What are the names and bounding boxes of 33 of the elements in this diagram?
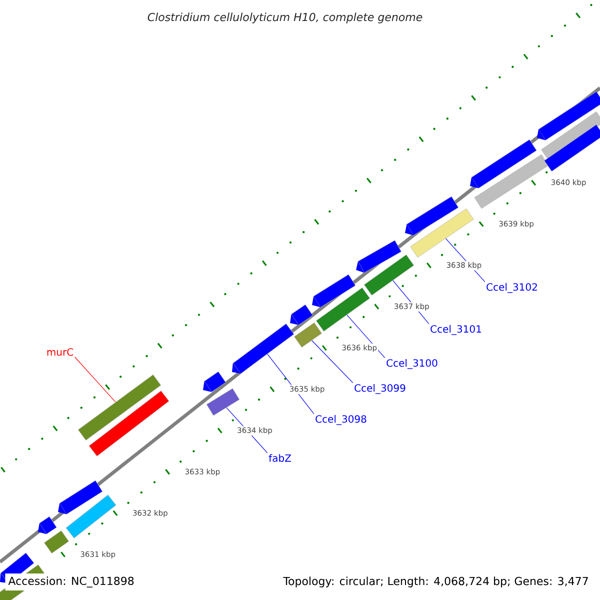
gene-block — [290, 304, 313, 326]
gene-block — [58, 480, 103, 514]
gene-block — [364, 254, 414, 296]
gene-block — [78, 374, 162, 440]
gene-block — [410, 208, 474, 258]
gene-block — [88, 390, 170, 456]
gene-block — [44, 530, 69, 554]
gene-block — [405, 196, 459, 236]
leader-line — [346, 314, 386, 358]
gene-block — [537, 91, 600, 140]
topology-text: Topology: circular; Length: 4,068,724 bp; Genes: 3,477 — [280, 574, 592, 590]
gene-block — [38, 516, 57, 534]
gene-block — [356, 240, 402, 273]
gene-label: Ccel_3100 — [386, 359, 438, 369]
gene-label: Ccel_3099 — [354, 384, 406, 394]
gene-block — [470, 139, 537, 188]
gene-block — [294, 322, 322, 348]
gene-block — [206, 388, 240, 416]
gene-label: Ccel_3101 — [430, 325, 481, 335]
gene-label: Ccel_3102 — [486, 283, 537, 293]
gene-block — [66, 494, 116, 538]
gene-block — [316, 288, 370, 332]
gene-label: murC — [47, 348, 74, 356]
title: Clostridium cellulolyticum H10, complete genome — [148, 12, 422, 24]
gene-label: fabZ — [268, 454, 291, 462]
leader-line — [312, 340, 354, 384]
gene-label: Ccel_3098 — [316, 415, 366, 425]
gene-block — [474, 154, 549, 209]
gene-block — [544, 124, 600, 172]
gene-block — [232, 324, 294, 374]
gene-block — [312, 274, 356, 308]
gene-block — [203, 371, 226, 392]
leader-line — [74, 356, 116, 402]
